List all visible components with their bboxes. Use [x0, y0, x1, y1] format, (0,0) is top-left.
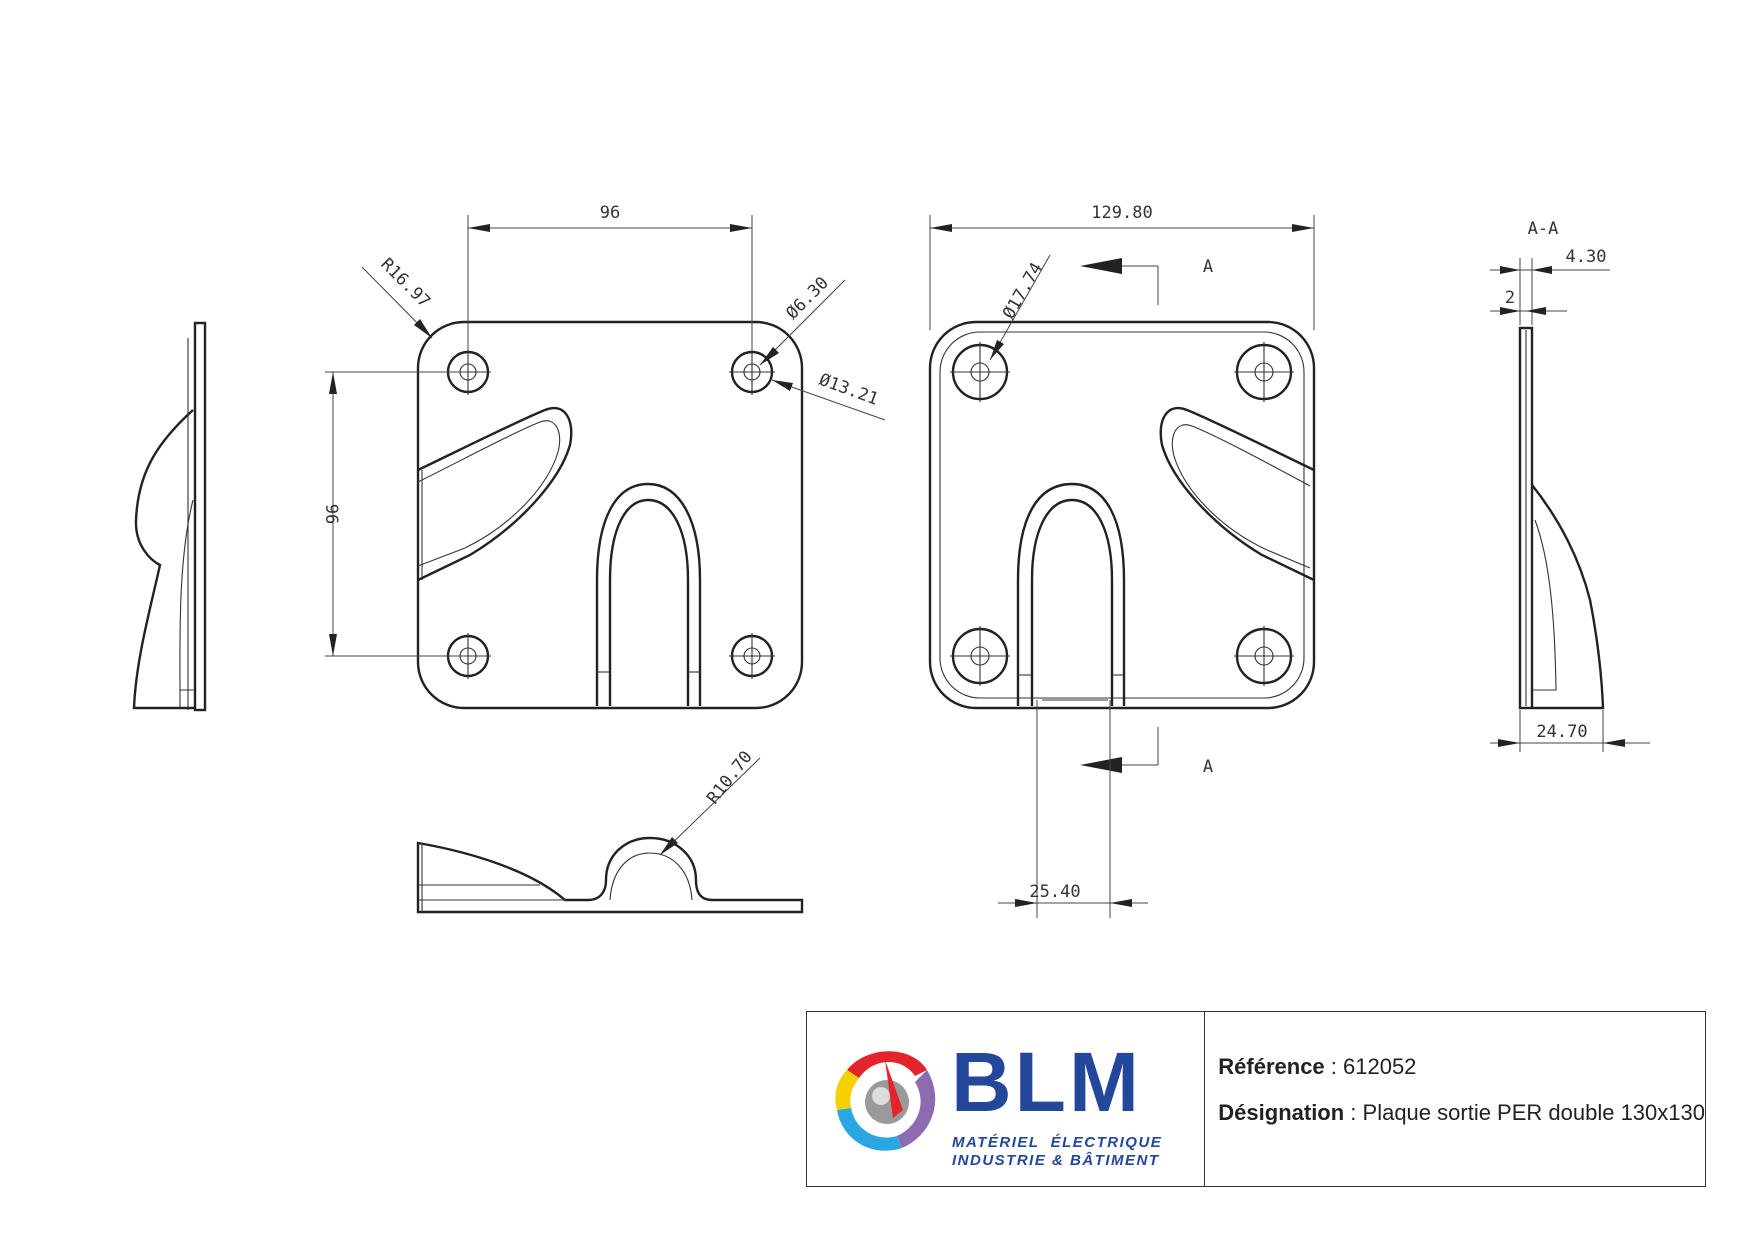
dim-d17-74: Ø17.74 — [999, 259, 1047, 322]
dim-r16-97: R16.97 — [376, 254, 434, 312]
front-view-plate — [416, 320, 804, 710]
designation-label: Désignation — [1218, 1100, 1345, 1125]
title-block-info: Référence : 612052 Désignation : Plaque … — [1205, 1012, 1705, 1186]
dim-25-40: 25.40 — [1029, 882, 1080, 902]
section-view-a-a: A-A 4.30 2 24.70 — [1490, 219, 1650, 752]
rear-hole-top-left — [950, 342, 1010, 402]
dim-d6-30: Ø6.30 — [782, 273, 832, 323]
left-side-view — [132, 321, 207, 712]
dim-r10-70: R10.70 — [703, 747, 757, 808]
front-view-dimensions: 96 96 R16.97 Ø6.30 Ø13.21 — [321, 203, 886, 657]
bottom-profile-view: R10.70 — [416, 747, 804, 914]
section-label-bottom: A — [1203, 757, 1213, 777]
logo-swirl-icon — [835, 1051, 936, 1151]
section-view-title: A-A — [1528, 219, 1559, 239]
logo-text: BLM — [951, 1035, 1142, 1129]
dim-4-30: 4.30 — [1566, 247, 1607, 267]
logo-subtitle-1: MATÉRIEL ÉLECTRIQUE — [952, 1134, 1163, 1151]
designation-line: Désignation : Plaque sortie PER double 1… — [1218, 1100, 1705, 1126]
designation-value: : Plaque sortie PER double 130x130 — [1344, 1100, 1705, 1125]
hole-bottom-right — [729, 633, 775, 679]
dim-2: 2 — [1505, 288, 1515, 308]
dim-24-70: 24.70 — [1536, 722, 1587, 742]
section-label-top: A — [1203, 257, 1213, 277]
dim-96-vertical: 96 — [321, 504, 341, 524]
dim-129-80: 129.80 — [1091, 203, 1152, 223]
company-logo: BLM MATÉRIEL ÉLECTRIQUE INDUSTRIE & BÂTI… — [807, 1012, 1206, 1186]
rear-hole-bottom-right — [1234, 626, 1294, 686]
rear-hole-top-right — [1234, 342, 1294, 402]
rear-view-dimensions: 129.80 Ø17.74 A A 25.40 — [929, 203, 1315, 918]
title-block: BLM MATÉRIEL ÉLECTRIQUE INDUSTRIE & BÂTI… — [806, 1011, 1706, 1187]
reference-line: Référence : 612052 — [1218, 1054, 1705, 1080]
logo-subtitle-2: INDUSTRIE & BÂTIMENT — [952, 1152, 1160, 1169]
dim-96-horizontal: 96 — [600, 203, 620, 223]
dim-d13-21: Ø13.21 — [816, 370, 881, 410]
reference-label: Référence — [1218, 1054, 1325, 1079]
reference-value: : 612052 — [1324, 1054, 1417, 1079]
rear-view-plate — [928, 320, 1316, 710]
rear-hole-bottom-left — [950, 626, 1010, 686]
hole-top-right — [729, 349, 775, 395]
